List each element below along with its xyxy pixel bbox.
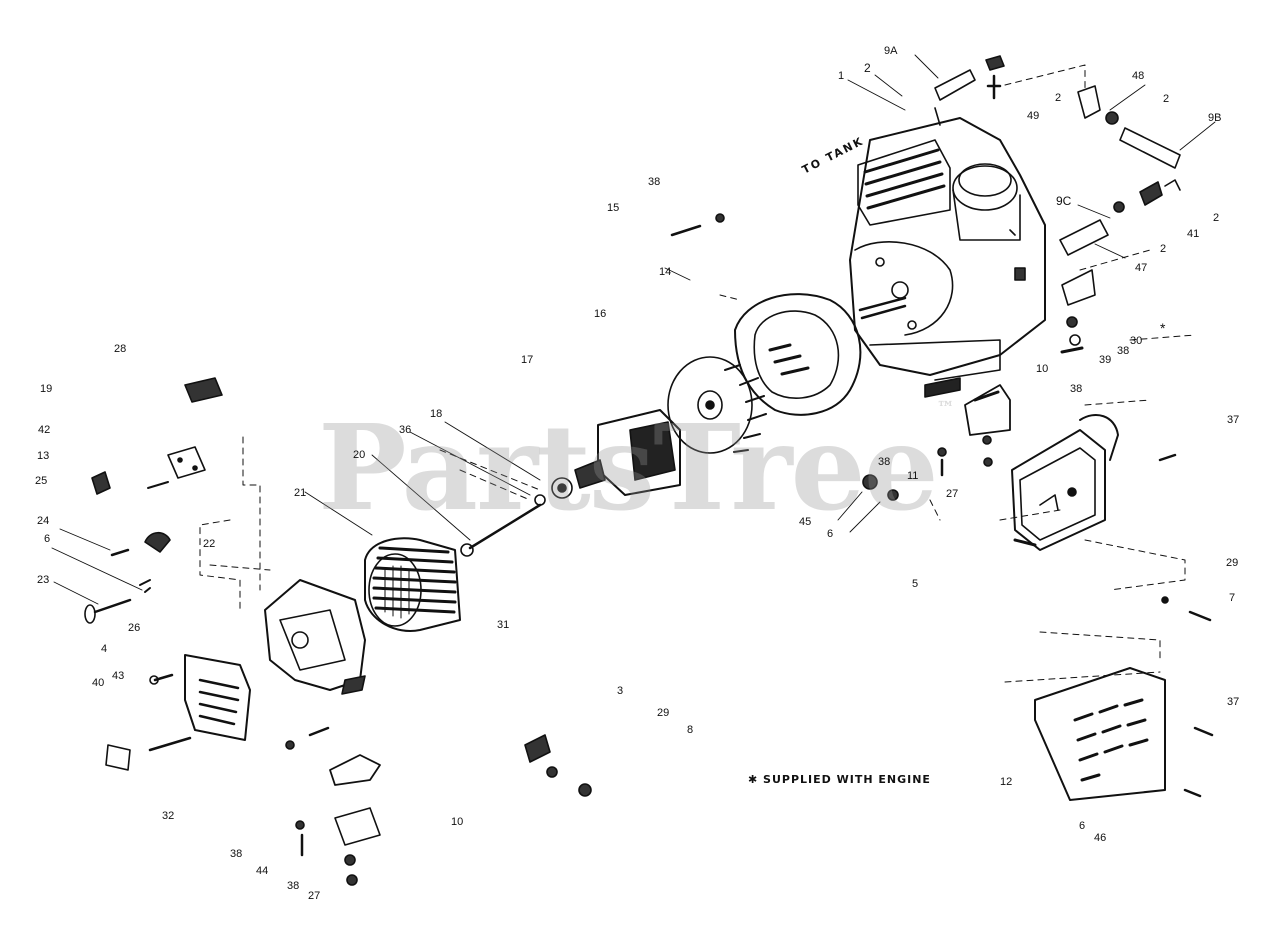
callout-43: 43 bbox=[112, 670, 125, 682]
callout-24: 24 bbox=[37, 515, 50, 527]
callout-29: 29 bbox=[1226, 557, 1239, 569]
callout-38: 38 bbox=[1117, 345, 1130, 357]
callout-3: 3 bbox=[617, 685, 624, 697]
callout-17: 17 bbox=[521, 354, 534, 366]
callout-18: 18 bbox=[430, 408, 443, 420]
callout-37: 37 bbox=[1227, 696, 1240, 708]
callout-6: 6 bbox=[44, 533, 51, 545]
control-parts bbox=[84, 377, 223, 771]
callout-25: 25 bbox=[35, 475, 48, 487]
callout-20: 20 bbox=[353, 449, 366, 461]
callout-39: 39 bbox=[1099, 354, 1112, 366]
callout-38: 38 bbox=[648, 176, 661, 188]
callout-27: 27 bbox=[946, 488, 959, 500]
fuel-line-fittings bbox=[934, 55, 1181, 354]
callout-10: 10 bbox=[451, 816, 464, 828]
callout-29: 29 bbox=[657, 707, 670, 719]
callout-38: 38 bbox=[230, 848, 243, 860]
engine bbox=[849, 107, 1046, 398]
callout-19: 19 bbox=[40, 383, 53, 395]
callout-38: 38 bbox=[287, 880, 300, 892]
callout-6: 6 bbox=[827, 528, 834, 540]
callout-2: 2 bbox=[1055, 92, 1062, 104]
callout-31: 31 bbox=[497, 619, 510, 631]
muffler-guard bbox=[1034, 667, 1166, 801]
callout-2: 2 bbox=[864, 61, 871, 75]
blower-housing bbox=[734, 293, 862, 416]
callout-44: 44 bbox=[256, 865, 269, 877]
callout-47: 47 bbox=[1135, 262, 1148, 274]
callout-8: 8 bbox=[687, 724, 694, 736]
flywheel-fan bbox=[667, 356, 767, 454]
stator bbox=[364, 537, 461, 632]
callout-41: 41 bbox=[1187, 228, 1200, 240]
callout-36: 36 bbox=[399, 424, 412, 436]
callout-23: 23 bbox=[37, 574, 50, 586]
callout-12: 12 bbox=[1000, 776, 1013, 788]
asterisk-mark: * bbox=[1160, 320, 1166, 336]
callout-10: 10 bbox=[1036, 363, 1049, 375]
callout-27: 27 bbox=[308, 890, 321, 902]
callout-37: 37 bbox=[1227, 414, 1240, 426]
callout-4: 4 bbox=[101, 643, 108, 655]
callout-38: 38 bbox=[1070, 383, 1083, 395]
callout-6: 6 bbox=[1079, 820, 1086, 832]
callout-9a: 9A bbox=[884, 45, 898, 57]
callout-13: 13 bbox=[37, 450, 50, 462]
callout-48: 48 bbox=[1132, 70, 1145, 82]
callout-7: 7 bbox=[1229, 592, 1236, 604]
callout-11: 11 bbox=[907, 470, 919, 482]
callout-9c: 9C bbox=[1056, 194, 1072, 208]
through-bolt bbox=[460, 503, 542, 557]
callout-46: 46 bbox=[1094, 832, 1107, 844]
callout-2: 2 bbox=[1213, 212, 1220, 224]
callout-2: 2 bbox=[1163, 93, 1170, 105]
callout-32: 32 bbox=[162, 810, 175, 822]
callout-21: 21 bbox=[294, 487, 307, 499]
hardware-bottom bbox=[285, 213, 1214, 886]
alignment-lines bbox=[199, 64, 1196, 683]
callout-26: 26 bbox=[128, 622, 141, 634]
callout-30: 30 bbox=[1130, 335, 1143, 347]
callout-2: 2 bbox=[1160, 243, 1167, 255]
callout-22: 22 bbox=[203, 538, 216, 550]
muffler bbox=[1011, 414, 1119, 551]
leader-lines bbox=[51, 54, 1216, 605]
callout-38: 38 bbox=[878, 456, 891, 468]
engine-mount bbox=[964, 384, 1011, 436]
callout-42: 42 bbox=[38, 424, 51, 436]
callout-28: 28 bbox=[114, 343, 127, 355]
callout-9b: 9B bbox=[1208, 112, 1222, 124]
callout-16: 16 bbox=[594, 308, 607, 320]
callout-45: 45 bbox=[799, 516, 812, 528]
callout-15: 15 bbox=[607, 202, 620, 214]
callout-49: 49 bbox=[1027, 110, 1040, 122]
supplied-with-engine-note: ✱ SUPPLIED WITH ENGINE bbox=[748, 773, 931, 786]
callout-1: 1 bbox=[838, 70, 845, 82]
rotor-assembly bbox=[534, 409, 681, 506]
end-cover bbox=[184, 654, 251, 741]
end-bell bbox=[264, 579, 366, 695]
callout-14: 14 bbox=[659, 266, 672, 278]
callout-40: 40 bbox=[92, 677, 105, 689]
callout-5: 5 bbox=[912, 578, 919, 590]
